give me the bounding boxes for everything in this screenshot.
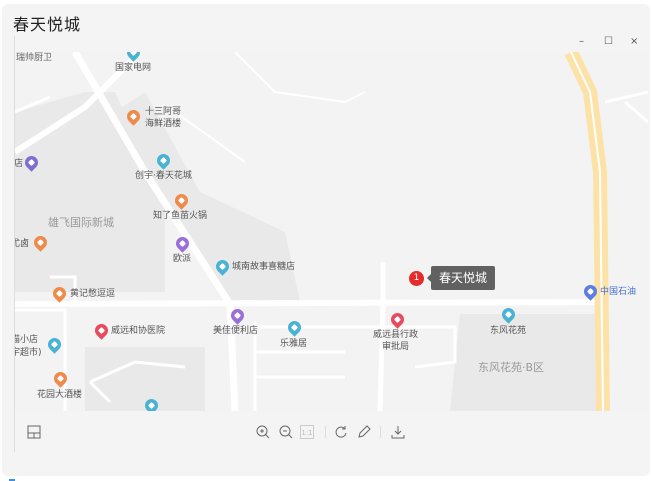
- actual-size-button[interactable]: 1:1: [300, 425, 314, 439]
- page-title: 春天悦城: [13, 15, 82, 34]
- poi-label: 尤卤: [15, 239, 30, 249]
- zoom-in-icon[interactable]: [255, 424, 271, 440]
- focus-indicator: [9, 479, 15, 481]
- poi-label: 十三阿哥: [145, 107, 182, 117]
- poi-label: 黄记憋逗逗: [70, 289, 116, 299]
- area-label: 东风花苑·B区: [478, 361, 545, 374]
- poi-label: 欧派: [173, 254, 192, 264]
- poi-label: 审批局: [382, 342, 410, 352]
- poi-label: 知了鱼苗火锅: [153, 211, 208, 221]
- layout-icon[interactable]: [26, 424, 42, 440]
- minimize-button[interactable]: –: [579, 36, 584, 47]
- location-tooltip: 春天悦城: [426, 266, 496, 290]
- poi-label: 国家电网: [115, 63, 152, 73]
- divider: [380, 426, 381, 438]
- poi-label: 猫小店: [15, 335, 39, 345]
- close-button[interactable]: ×: [630, 36, 639, 47]
- poi-label: 乐雅居: [280, 339, 308, 349]
- poi-label: 创宇·春天花城: [135, 171, 192, 181]
- pencil-icon[interactable]: [356, 424, 372, 440]
- divider: [325, 426, 326, 438]
- poi-label: 东风花苑: [490, 326, 527, 336]
- map-base: [15, 52, 648, 411]
- area-label: 雄飞国际新城: [48, 216, 114, 229]
- map-view[interactable]: 雄飞国际新城 东风花苑·B区 瑞帅厨卫 国家电网 十三阿哥 海鲜酒楼 创宇·春天…: [15, 52, 648, 411]
- poi-label: 海鲜酒楼: [145, 119, 182, 129]
- poi-label: 店: [15, 159, 24, 169]
- poi-label: 美佳便利店: [213, 326, 259, 336]
- poi-label: 瑞帅厨卫: [16, 53, 53, 63]
- location-marker[interactable]: 1: [409, 271, 424, 286]
- rotate-icon[interactable]: [333, 424, 349, 440]
- maximize-button[interactable]: ☐: [604, 36, 613, 47]
- poi-label: 威远和协医院: [111, 326, 166, 336]
- download-icon[interactable]: [390, 424, 406, 440]
- poi-label: 花园大酒楼: [37, 390, 83, 400]
- poi-label: 宇超市): [15, 348, 42, 358]
- poi-label: 威远县行政: [373, 330, 419, 340]
- poi-label: 城南故事喜糖店: [232, 262, 296, 272]
- poi-label: 中国石油: [600, 287, 637, 297]
- zoom-out-icon[interactable]: [278, 424, 294, 440]
